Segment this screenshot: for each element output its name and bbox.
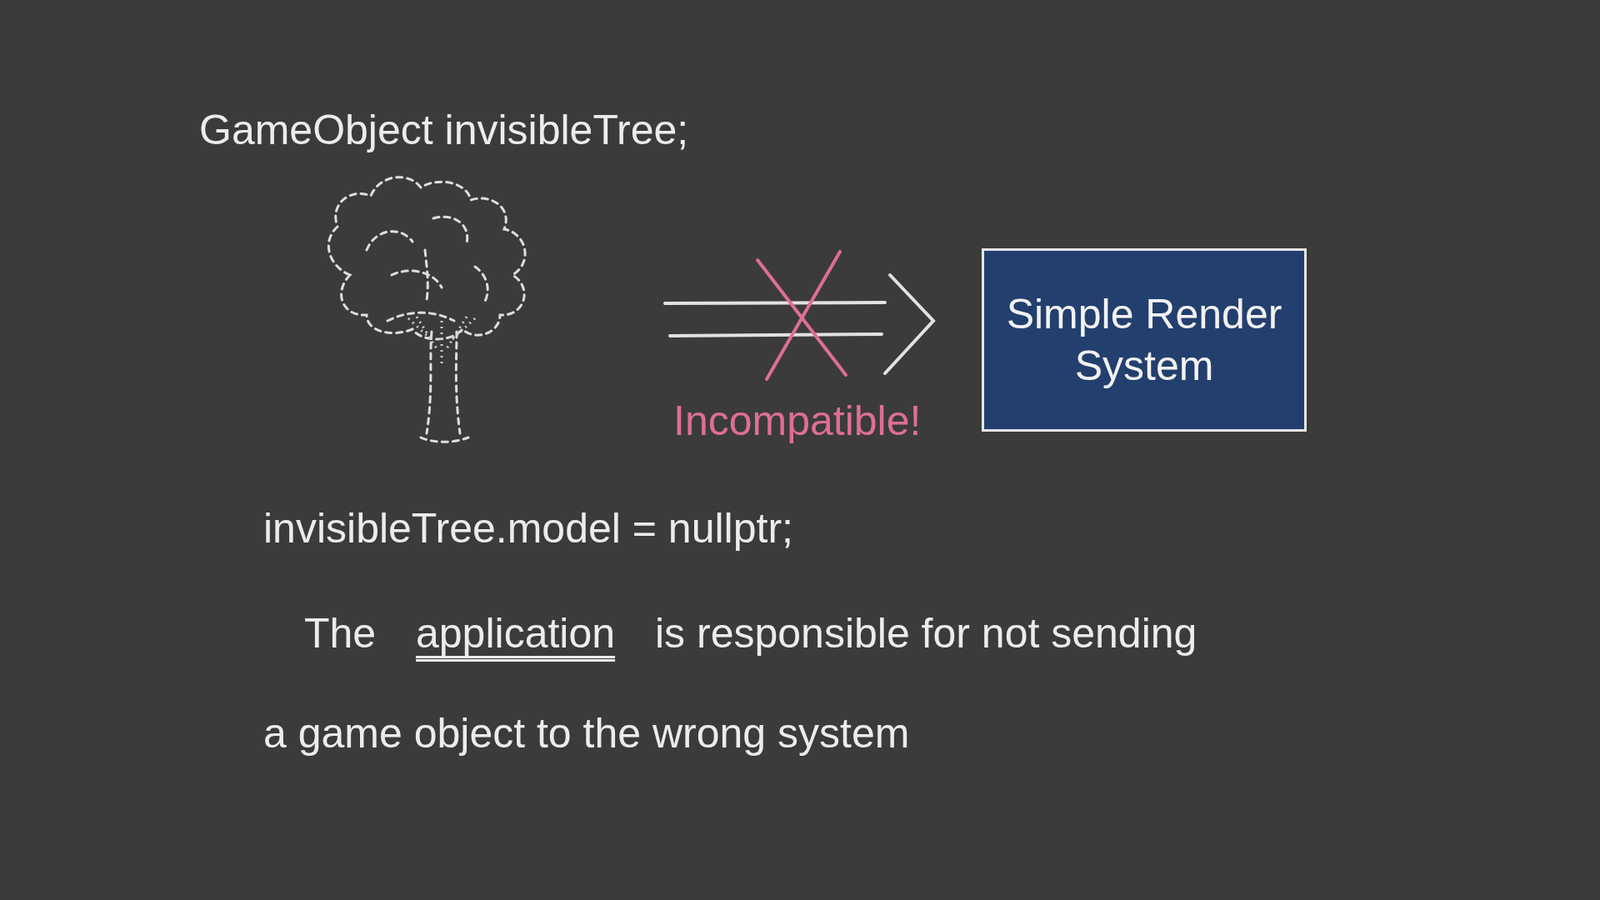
note-text: a game object to the wrong system [263, 708, 910, 759]
cross-mark [757, 251, 846, 380]
warning-label: Incompatible! [673, 395, 921, 446]
tree-shading [408, 316, 475, 367]
note-text: is responsible for not sending [655, 608, 1197, 659]
code-statement: invisibleTree.model = nullptr; [263, 503, 794, 554]
code-declaration: GameObject invisibleTree; [199, 105, 689, 155]
invisible-tree [328, 177, 525, 443]
note-emphasis: application [415, 608, 615, 659]
system-box: Simple Render System [981, 248, 1307, 432]
box-label: Simple Render System [1002, 288, 1286, 393]
note-text: The [304, 608, 376, 659]
